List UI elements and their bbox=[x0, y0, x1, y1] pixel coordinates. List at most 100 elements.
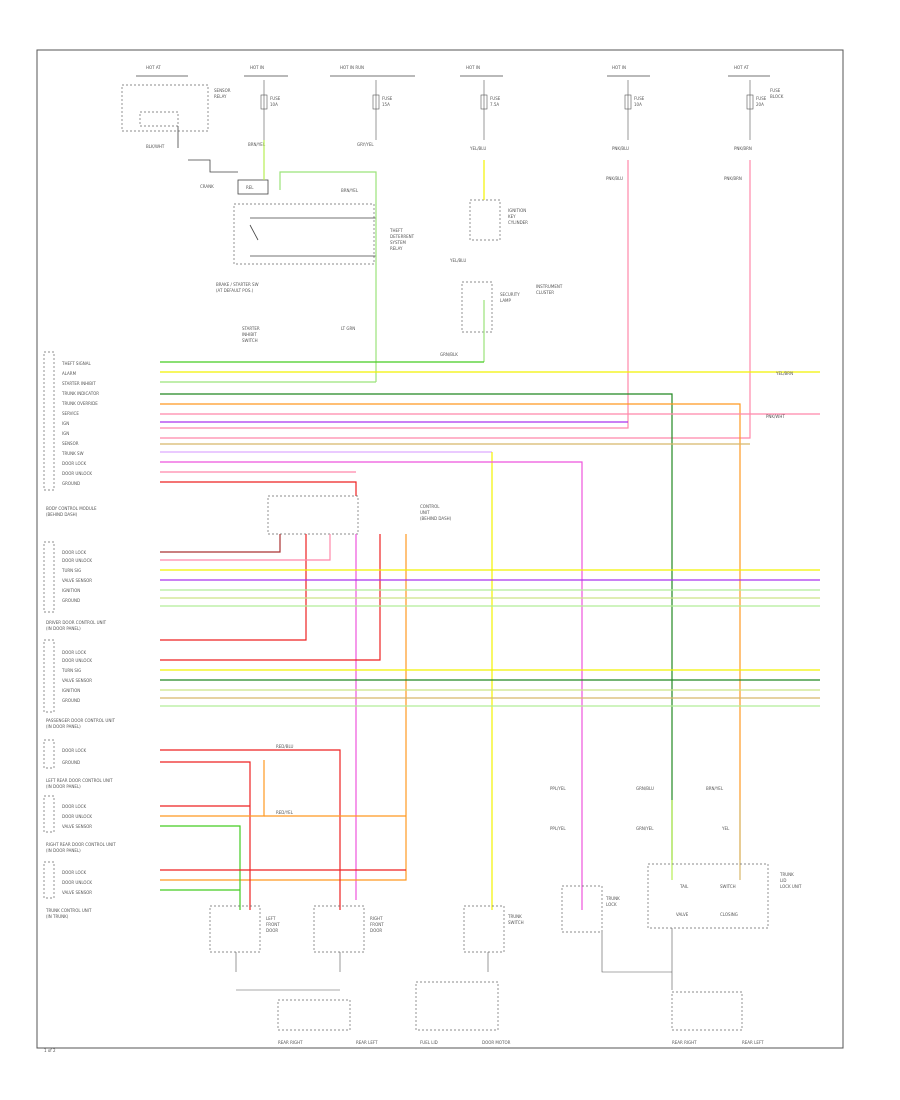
svg-text:DOOR UNLOCK: DOOR UNLOCK bbox=[62, 880, 92, 885]
svg-text:DRIVER DOOR CONTROL UNIT: DRIVER DOOR CONTROL UNIT bbox=[46, 620, 107, 625]
svg-text:CLUSTER: CLUSTER bbox=[536, 290, 554, 295]
svg-text:FUSE: FUSE bbox=[770, 88, 781, 93]
start-relay-box bbox=[237, 179, 269, 195]
svg-text:IGN: IGN bbox=[62, 431, 69, 436]
svg-text:REAR RIGHT: REAR RIGHT bbox=[672, 1040, 697, 1045]
svg-text:GRN/BLK: GRN/BLK bbox=[440, 352, 458, 357]
svg-text:LOCK: LOCK bbox=[606, 902, 617, 907]
svg-text:FRONT: FRONT bbox=[370, 922, 384, 927]
svg-text:KEY: KEY bbox=[508, 214, 516, 219]
svg-text:LEFT: LEFT bbox=[266, 916, 276, 921]
svg-text:GROUND: GROUND bbox=[62, 698, 80, 703]
svg-text:GROUND: GROUND bbox=[62, 598, 80, 603]
left-connector-labels: THEFT SIGNAL ALARM STARTER INHIBIT TRUNK… bbox=[43, 351, 116, 919]
top-label-3: HOT IN RUN bbox=[340, 65, 364, 70]
wire-green-top bbox=[279, 171, 377, 382]
svg-text:DOOR LOCK: DOOR LOCK bbox=[62, 804, 86, 809]
svg-text:SWITCH: SWITCH bbox=[508, 920, 524, 925]
relay-box-top-left bbox=[121, 84, 209, 132]
svg-text:DOOR MOTOR: DOOR MOTOR bbox=[482, 1040, 511, 1045]
svg-text:CLOSING: CLOSING bbox=[720, 912, 738, 917]
svg-text:DOOR LOCK: DOOR LOCK bbox=[62, 550, 86, 555]
svg-text:PPL/YEL: PPL/YEL bbox=[550, 826, 566, 831]
top-label-6: HOT AT bbox=[734, 65, 749, 70]
svg-text:TRUNK INDICATOR: TRUNK INDICATOR bbox=[61, 391, 99, 396]
svg-text:TRUNK OVERRIDE: TRUNK OVERRIDE bbox=[61, 401, 98, 406]
svg-text:IGNITION: IGNITION bbox=[62, 688, 80, 693]
svg-text:DOOR LOCK: DOOR LOCK bbox=[62, 870, 86, 875]
svg-text:FUSE: FUSE bbox=[756, 96, 767, 101]
wire-pink-1 bbox=[160, 160, 629, 429]
svg-text:TAIL: TAIL bbox=[679, 884, 689, 889]
svg-text:7.5A: 7.5A bbox=[490, 102, 499, 107]
svg-text:RED/YEL: RED/YEL bbox=[276, 810, 294, 815]
wire-tags: PPL/YEL PPL/YEL GRN/BLU GRN/YEL BRN/YEL … bbox=[276, 744, 730, 831]
svg-text:(IN DOOR PANEL): (IN DOOR PANEL) bbox=[46, 626, 81, 631]
svg-text:REAR LEFT: REAR LEFT bbox=[356, 1040, 378, 1045]
svg-text:FUSE: FUSE bbox=[382, 96, 393, 101]
trunk-switch bbox=[463, 905, 505, 953]
svg-text:(AT DEFAULT POS.): (AT DEFAULT POS.) bbox=[216, 288, 254, 293]
wire-pink-2 bbox=[160, 160, 751, 439]
svg-text:DOOR UNLOCK: DOOR UNLOCK bbox=[62, 814, 92, 819]
svg-text:STARTER INHIBIT: STARTER INHIBIT bbox=[62, 381, 96, 386]
svg-text:FUSE: FUSE bbox=[490, 96, 501, 101]
svg-text:SERVICE: SERVICE bbox=[62, 411, 79, 416]
svg-text:SWITCH: SWITCH bbox=[720, 884, 736, 889]
top-label-5: HOT IN bbox=[612, 65, 626, 70]
svg-text:SYSTEM: SYSTEM bbox=[390, 240, 406, 245]
svg-text:VALVE SENSOR: VALVE SENSOR bbox=[62, 890, 92, 895]
svg-text:YEL/BLU: YEL/BLU bbox=[469, 146, 486, 151]
svg-text:(IN TRUNK): (IN TRUNK) bbox=[46, 914, 69, 919]
svg-text:RELAY: RELAY bbox=[214, 94, 227, 99]
svg-text:VALVE SENSOR: VALVE SENSOR bbox=[62, 678, 92, 683]
svg-text:DOOR UNLOCK: DOOR UNLOCK bbox=[62, 658, 92, 663]
control-unit-box bbox=[267, 495, 359, 535]
svg-text:RELAY: RELAY bbox=[390, 246, 403, 251]
svg-text:RED/BLU: RED/BLU bbox=[276, 744, 294, 749]
svg-text:DOOR: DOOR bbox=[266, 928, 278, 933]
svg-text:DOOR UNLOCK: DOOR UNLOCK bbox=[62, 471, 92, 476]
starter-inhibit-label: STARTER bbox=[242, 326, 260, 331]
svg-text:GRN/YEL: GRN/YEL bbox=[636, 826, 654, 831]
svg-text:THEFT SIGNAL: THEFT SIGNAL bbox=[61, 361, 91, 366]
svg-text:BRN/YEL: BRN/YEL bbox=[341, 188, 359, 193]
svg-text:TURN SIG: TURN SIG bbox=[61, 668, 81, 673]
svg-text:FUSE: FUSE bbox=[634, 96, 645, 101]
svg-text:DOOR: DOOR bbox=[370, 928, 382, 933]
svg-text:TURN SIG: TURN SIG bbox=[61, 568, 81, 573]
svg-text:SECURITY: SECURITY bbox=[500, 292, 520, 297]
svg-text:10A: 10A bbox=[634, 102, 642, 107]
svg-text:TRUNK: TRUNK bbox=[507, 914, 522, 919]
svg-text:DOOR LOCK: DOOR LOCK bbox=[62, 461, 86, 466]
svg-text:YEL/BLU: YEL/BLU bbox=[449, 258, 466, 263]
svg-text:(BEHIND DASH): (BEHIND DASH) bbox=[420, 516, 452, 521]
svg-text:GRY/YEL: GRY/YEL bbox=[357, 142, 374, 147]
svg-text:IGN: IGN bbox=[62, 421, 69, 426]
wire-harness: YEL/BRN PNK/WHT CONTROL UNIT (BEHIND DAS… bbox=[160, 140, 820, 910]
svg-text:THEFT: THEFT bbox=[389, 228, 403, 233]
svg-text:TRUNK SW: TRUNK SW bbox=[61, 451, 84, 456]
svg-text:VALVE SENSOR: VALVE SENSOR bbox=[62, 824, 92, 829]
svg-text:DOOR LOCK: DOOR LOCK bbox=[62, 650, 86, 655]
svg-text:DETERRENT: DETERRENT bbox=[390, 234, 415, 239]
svg-text:LEFT REAR DOOR CONTROL UNIT: LEFT REAR DOOR CONTROL UNIT bbox=[46, 778, 113, 783]
svg-text:LAMP: LAMP bbox=[500, 298, 512, 303]
svg-text:INSTRUMENT: INSTRUMENT bbox=[536, 284, 563, 289]
svg-text:PNK/BRN: PNK/BRN bbox=[734, 146, 752, 151]
svg-text:IGNITION: IGNITION bbox=[62, 588, 80, 593]
svg-text:PNK/BLU: PNK/BLU bbox=[606, 176, 623, 181]
svg-text:LT GRN: LT GRN bbox=[341, 326, 355, 331]
top-label-2: HOT IN bbox=[250, 65, 264, 70]
svg-text:YEL: YEL bbox=[721, 826, 730, 831]
svg-text:GROUND: GROUND bbox=[62, 481, 80, 486]
svg-text:TRUNK: TRUNK bbox=[605, 896, 620, 901]
main-switch-block bbox=[647, 863, 769, 929]
svg-text:FUSE: FUSE bbox=[270, 96, 281, 101]
svg-text:VALVE SENSOR: VALVE SENSOR bbox=[62, 578, 92, 583]
svg-text:20A: 20A bbox=[756, 102, 764, 107]
svg-text:PNK/WHT: PNK/WHT bbox=[766, 414, 785, 419]
